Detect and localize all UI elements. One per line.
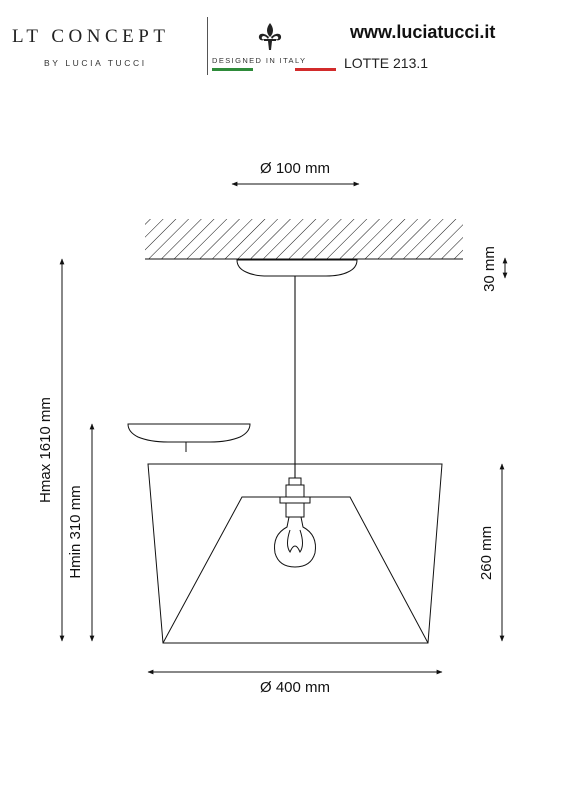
- label-hmax: Hmax 1610 mm: [37, 397, 54, 503]
- dimension-lines: [59, 181, 508, 675]
- label-hmin: Hmin 310 mm: [67, 485, 84, 578]
- fleur-de-lis-icon: [258, 23, 282, 50]
- website-url: www.luciatucci.it: [350, 22, 496, 42]
- brand-subtitle: BY LUCIA TUCCI: [44, 58, 147, 68]
- light-bulb: [274, 516, 316, 568]
- label-shade-diameter: Ø 400 mm: [260, 679, 330, 696]
- model-code: LOTTE 213.1: [344, 55, 429, 71]
- label-canopy-diameter: Ø 100 mm: [260, 160, 330, 177]
- ceiling: [145, 219, 463, 260]
- canopy-side-view: [127, 423, 251, 452]
- label-shade-height: 260 mm: [478, 526, 495, 580]
- ceiling-canopy: [236, 259, 358, 277]
- header-divider: [207, 17, 208, 75]
- label-canopy-height: 30 mm: [481, 246, 498, 292]
- italian-flag-stripe: [212, 68, 336, 71]
- lamp-shade: [147, 463, 443, 644]
- header: LT CONCEPT BY LUCIA TUCCI DESIGNED IN IT…: [0, 0, 566, 90]
- lamp-socket: [279, 477, 311, 518]
- brand-logo-text: LT CONCEPT: [12, 26, 170, 47]
- designed-in-italy-label: DESIGNED IN ITALY: [212, 56, 307, 65]
